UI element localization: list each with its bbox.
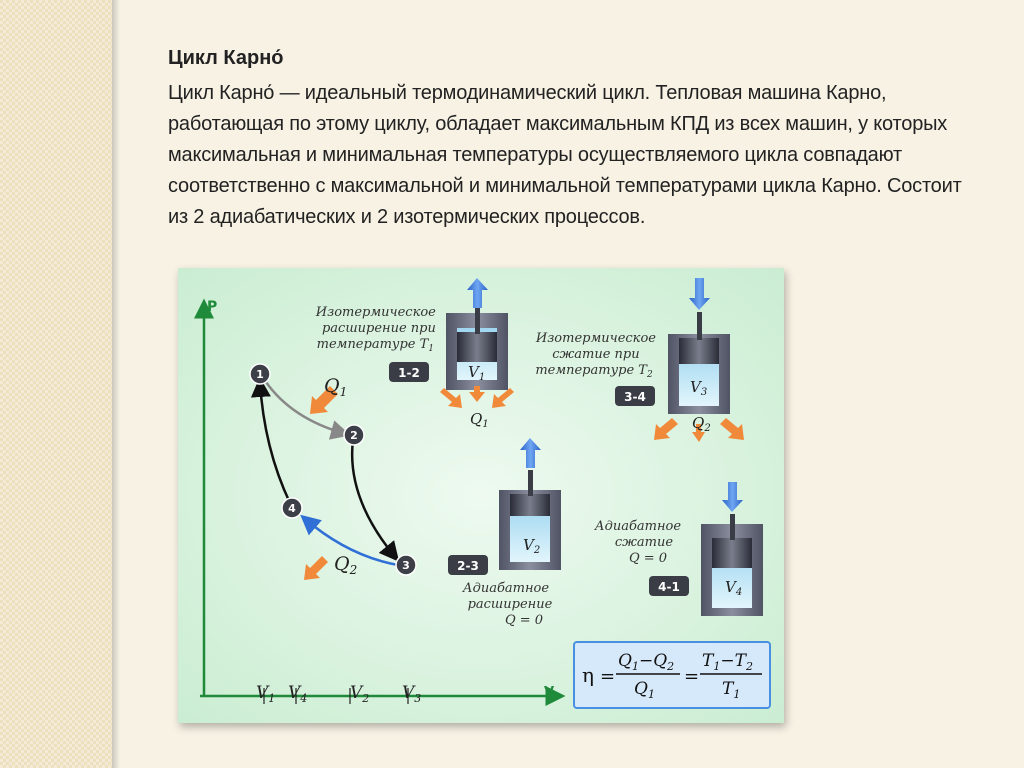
volume-tick-labels: V1 V4 V2 V3 [256, 683, 421, 705]
heat-in-arrow-icon [440, 388, 462, 408]
piston-1-2 [457, 332, 497, 362]
down-arrow-icon [689, 278, 710, 310]
tick-v4: V4 [288, 683, 307, 705]
svg-text:=: = [600, 666, 615, 687]
stage-2-3: V2 2-3 Адиабатное расширение Q = 0 [448, 438, 561, 628]
badge-4-1 [649, 576, 689, 596]
stage-3-4-caption: Изотермическое сжатие при температуре T2 [535, 331, 660, 380]
svg-text:V4: V4 [725, 578, 742, 598]
tick-v1: V1 [256, 683, 275, 705]
svg-text:1-2: 1-2 [398, 366, 420, 380]
svg-text:T1: T1 [722, 679, 740, 701]
stage-1-2-caption: Изотермическое расширение при температур… [315, 305, 440, 354]
point-3: 3 [402, 559, 410, 572]
svg-text:2-3: 2-3 [457, 559, 479, 573]
curve-4-1 [250, 377, 292, 504]
stage-1-2: Изотермическое расширение при температур… [315, 278, 514, 430]
v-axis-label: V [544, 685, 554, 700]
tick-v3: V3 [402, 683, 421, 705]
q2-label: Q2 [334, 553, 357, 577]
svg-text:V2: V2 [523, 536, 540, 556]
svg-text:Q2: Q2 [692, 414, 711, 434]
slide-title: Цикл Карно́ [168, 47, 284, 69]
svg-text:T1−T2: T1−T2 [702, 651, 753, 673]
svg-text:Q1−Q2: Q1−Q2 [618, 651, 674, 673]
tick-v2: V2 [350, 683, 369, 705]
slide-paragraph: Цикл Карно́ — идеальный термодинамически… [168, 82, 962, 228]
up-arrow-icon [520, 438, 541, 468]
svg-text:V1: V1 [468, 363, 485, 383]
point-1: 1 [256, 368, 264, 381]
svg-text:V3: V3 [690, 378, 707, 398]
svg-text:3-4: 3-4 [624, 390, 646, 404]
heat-out-arrow-icon [654, 418, 678, 440]
cycle-points: 1 2 3 4 [249, 363, 417, 576]
down-arrow-icon [722, 482, 743, 512]
stage-3-4: Изотермическое сжатие при температуре T2… [535, 278, 744, 442]
p-axis-label: P [207, 299, 217, 315]
badge-2-3 [448, 555, 488, 575]
slide-content: Цикл Карно́ Цикл Карно́ — идеальный терм… [168, 44, 968, 233]
svg-text:Q1: Q1 [470, 410, 489, 430]
point-2: 2 [350, 429, 358, 442]
up-arrow-icon [467, 278, 488, 308]
q2-heat-arrow-icon [304, 556, 328, 580]
svg-text:=: = [684, 666, 699, 687]
piston-3-4 [679, 338, 719, 364]
q1-label: Q1 [324, 375, 347, 399]
curve-2-3 [350, 439, 400, 562]
curve-3-4 [300, 514, 399, 567]
badge-1-2 [389, 362, 429, 382]
stage-4-1-caption: Адиабатное сжатие Q = 0 [594, 519, 685, 566]
eta-symbol: η [582, 663, 594, 687]
carnot-cycle-figure: P V V1 V4 V2 V3 Q1 Q2 1 2 3 4 Изотермиче… [178, 268, 784, 723]
efficiency-formula: η = Q1−Q2 Q1 = T1−T2 T1 [573, 641, 771, 709]
piston-4-1 [712, 538, 752, 568]
piston-2-3 [510, 494, 550, 516]
q1-heat-arrow-icon [310, 386, 338, 414]
stage-4-1: Адиабатное сжатие Q = 0 4-1 V4 [594, 482, 763, 616]
svg-text:4-1: 4-1 [658, 580, 680, 594]
stage-2-3-caption: Адиабатное расширение Q = 0 [462, 581, 557, 628]
point-4: 4 [288, 502, 296, 515]
badge-3-4 [615, 386, 655, 406]
side-decor-shadow [112, 0, 120, 768]
side-decor-pattern [0, 0, 112, 768]
svg-text:Q1: Q1 [634, 679, 655, 701]
